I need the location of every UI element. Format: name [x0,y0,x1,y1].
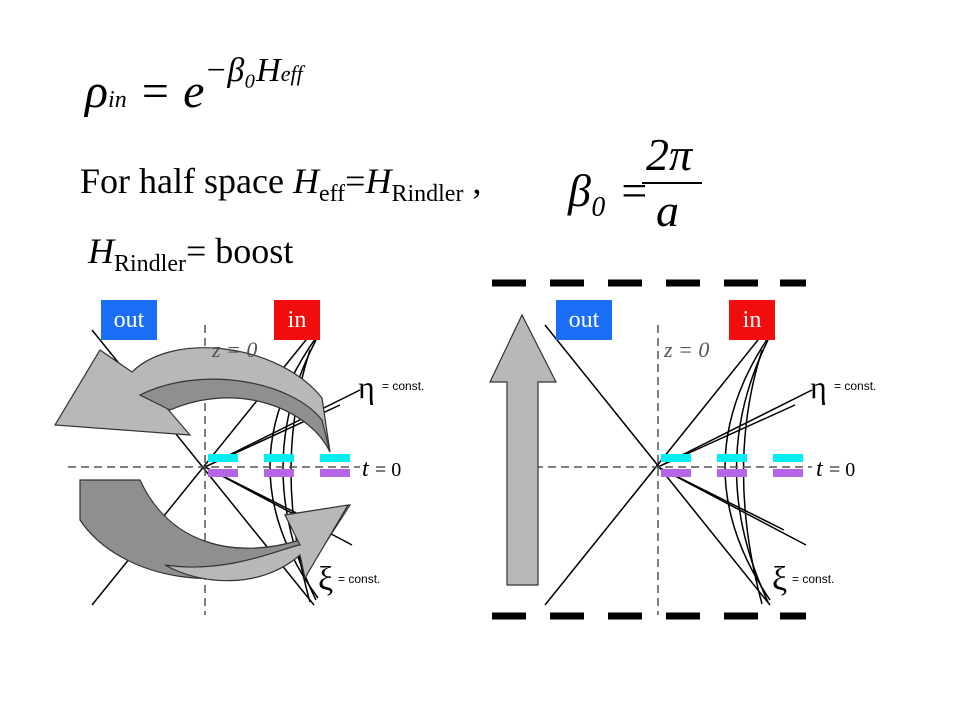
out-label-left: out [101,300,157,340]
z-label-left: z = 0 [211,337,257,362]
exponent-subscript: eff [280,61,303,86]
h-rindler-subscript: Rindler [391,181,464,207]
fraction-numerator: 2π [646,129,693,180]
xi-text-left: = const. [338,572,380,586]
rho-symbol: ρ [85,65,109,118]
out-label-right: out [556,300,612,340]
exponent: −β₀Heff [204,52,302,89]
eta-symbol-right: η [810,369,827,405]
h-eff-subscript: eff [318,181,346,207]
xi-text-right: = const. [792,572,834,586]
boost-arrow [489,313,557,586]
beta-fraction: β₀ = 2π a [568,128,708,236]
t-label-left: t [362,456,370,482]
eta-text-left: = const. [382,379,424,393]
boost-statement: HRindler= boost [88,230,293,278]
comma: , [463,161,482,201]
rho-subscript: in [108,87,127,113]
xi-symbol-right: ξ [772,561,787,598]
prefix-text: For half space [80,161,293,201]
eta-symbol-left: η [358,369,375,405]
h-eff: H [292,161,319,201]
h-rindler-2-subscript: Rindler [114,251,186,277]
equals-e: = e [126,65,205,118]
equals-sign: = [345,161,366,201]
arrow-top-dark [138,378,331,453]
eta-text-right: = const. [834,379,876,393]
in-label-right: in [729,300,775,340]
h-rindler-2: H [88,231,114,271]
fraction-bar [642,182,702,184]
t-label-right: t [816,456,824,482]
xi-symbol-left: ξ [318,561,333,598]
t-eq-right: = 0 [829,459,855,481]
eta-line-r4 [657,466,785,531]
h-rindler: H [365,161,392,201]
half-space-statement: For half space Heff=HRindler , [80,160,481,208]
exponent-main: −β₀H [204,52,281,89]
boost-text: = boost [186,231,294,271]
fraction-denominator: a [656,185,679,236]
light-cone-line-r2 [544,324,771,606]
in-label-left: in [274,300,320,340]
beta-lhs: β₀ = [568,165,650,216]
z-label-right: z = 0 [663,337,709,362]
density-matrix-equation: ρin = e−β₀Heff [85,52,303,119]
arrow-bottom-light [164,504,350,582]
t-eq-left: = 0 [375,459,401,481]
